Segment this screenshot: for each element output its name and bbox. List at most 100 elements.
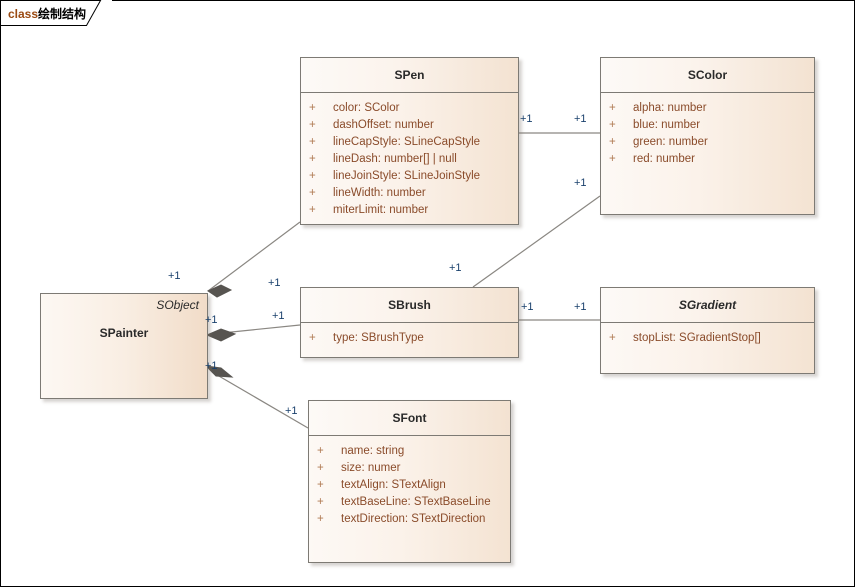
connector-brush-color <box>472 195 601 288</box>
spainter-stereotype: SObject <box>156 298 199 312</box>
class-box-spen[interactable]: SPen + color: SColor + dashOffset: numbe… <box>300 57 519 225</box>
sgradient-header: SGradient <box>601 288 814 323</box>
multiplicity-painter-font-target: +1 <box>285 405 298 417</box>
aggregation-diamond <box>204 365 234 378</box>
attribute-row: + color: SColor <box>301 100 518 117</box>
class-box-scolor[interactable]: SColor + alpha: number + blue: number + … <box>600 57 815 215</box>
attribute-signature: blue: number <box>633 119 701 131</box>
attribute-row: + blue: number <box>601 117 814 134</box>
aggregation-diamond <box>206 284 233 298</box>
diagram-frame-tab[interactable]: class绘制结构 <box>0 0 112 26</box>
scolor-attributes: + alpha: number + blue: number + green: … <box>601 93 814 174</box>
attribute-signature: lineJoinStyle: SLineJoinStyle <box>333 170 481 182</box>
visibility-marker: + <box>317 513 324 525</box>
sbrush-class-name: SBrush <box>388 298 431 312</box>
sbrush-header: SBrush <box>301 288 518 323</box>
multiplicity-painter-pen-target: +1 <box>268 277 281 289</box>
sbrush-attributes: + type: SBrushType <box>301 323 518 353</box>
attribute-row: + size: numer <box>309 460 510 477</box>
attribute-row: + lineDash: number[] | null <box>301 151 518 168</box>
visibility-marker: + <box>317 496 324 508</box>
attribute-signature: miterLimit: number <box>333 204 429 216</box>
class-box-sfont[interactable]: SFont + name: string + size: numer + tex… <box>308 400 511 563</box>
sfont-attributes: + name: string + size: numer + textAlign… <box>309 436 510 534</box>
attribute-row: + lineJoinStyle: SLineJoinStyle <box>301 168 518 185</box>
visibility-marker: + <box>609 136 616 148</box>
attribute-row: + lineWidth: number <box>301 185 518 202</box>
connector-painter-pen <box>206 221 301 298</box>
attribute-row: + textBaseLine: STextBaseLine <box>309 494 510 511</box>
frame-tab-title: 绘制结构 <box>38 7 87 21</box>
attribute-row: + type: SBrushType <box>301 330 518 347</box>
multiplicity-painter-pen-source: +1 <box>168 270 181 282</box>
sgradient-class-name: SGradient <box>678 298 737 312</box>
spen-attributes: + color: SColor + dashOffset: number + l… <box>301 93 518 225</box>
attribute-row: + stopList: SGradientStop[] <box>601 330 814 347</box>
diagram-frame-tab-label: class绘制结构 <box>8 5 86 22</box>
attribute-row: + miterLimit: number <box>301 202 518 219</box>
spen-class-name: SPen <box>394 68 425 82</box>
visibility-marker: + <box>317 479 324 491</box>
visibility-marker: + <box>309 102 316 114</box>
attribute-signature: color: SColor <box>333 102 400 114</box>
attribute-signature: alpha: number <box>633 102 707 114</box>
sfont-class-name: SFont <box>392 411 427 425</box>
visibility-marker: + <box>609 153 616 165</box>
multiplicity-painter-font-source: +1 <box>205 360 218 372</box>
connector-painter-brush <box>205 324 301 342</box>
multiplicity-brush-color-source: +1 <box>449 262 462 274</box>
visibility-marker: + <box>309 153 316 165</box>
attribute-signature: name: string <box>341 445 405 457</box>
sfont-header: SFont <box>309 401 510 436</box>
visibility-marker: + <box>609 332 616 344</box>
class-box-sgradient[interactable]: SGradient + stopList: SGradientStop[] <box>600 287 815 374</box>
multiplicity-painter-brush-target: +1 <box>272 310 285 322</box>
attribute-signature: textAlign: STextAlign <box>341 479 446 491</box>
class-box-sbrush[interactable]: SBrush + type: SBrushType <box>300 287 519 358</box>
multiplicity-brush-gradient-target: +1 <box>574 301 587 313</box>
attribute-row: + dashOffset: number <box>301 117 518 134</box>
scolor-header: SColor <box>601 58 814 93</box>
attribute-row: + textAlign: STextAlign <box>309 477 510 494</box>
visibility-marker: + <box>609 102 616 114</box>
multiplicity-brush-color-target: +1 <box>574 177 587 189</box>
visibility-marker: + <box>309 119 316 131</box>
attribute-row: + red: number <box>601 151 814 168</box>
attribute-signature: textBaseLine: STextBaseLine <box>341 496 491 508</box>
spen-header: SPen <box>301 58 518 93</box>
attribute-signature: green: number <box>633 136 708 148</box>
attribute-row: + alpha: number <box>601 100 814 117</box>
attribute-signature: red: number <box>633 153 696 165</box>
attribute-row: + lineCapStyle: SLineCapStyle <box>301 134 518 151</box>
attribute-row: + green: number <box>601 134 814 151</box>
attribute-signature: textDirection: STextDirection <box>341 513 486 525</box>
attribute-signature: size: numer <box>341 462 401 474</box>
multiplicity-brush-gradient-source: +1 <box>521 301 534 313</box>
frame-tab-keyword: class <box>8 7 39 21</box>
multiplicity-pen-color-source: +1 <box>520 113 533 125</box>
class-box-spainter[interactable]: SObject SPainter <box>40 293 208 399</box>
attribute-signature: lineDash: number[] | null <box>333 153 457 165</box>
scolor-class-name: SColor <box>687 68 728 82</box>
attribute-signature: dashOffset: number <box>333 119 434 131</box>
multiplicity-painter-brush-source: +1 <box>205 314 218 326</box>
connector-painter-font <box>204 365 309 429</box>
visibility-marker: + <box>309 187 316 199</box>
visibility-marker: + <box>309 332 316 344</box>
attribute-signature: type: SBrushType <box>333 332 424 344</box>
sgradient-attributes: + stopList: SGradientStop[] <box>601 323 814 353</box>
attribute-signature: lineWidth: number <box>333 187 426 199</box>
visibility-marker: + <box>609 119 616 131</box>
attribute-row: + name: string <box>309 443 510 460</box>
attribute-signature: stopList: SGradientStop[] <box>633 332 761 344</box>
spainter-class-name: SPainter <box>99 326 149 340</box>
aggregation-diamond <box>205 328 237 342</box>
attribute-signature: lineCapStyle: SLineCapStyle <box>333 136 481 148</box>
visibility-marker: + <box>317 445 324 457</box>
visibility-marker: + <box>309 136 316 148</box>
visibility-marker: + <box>309 170 316 182</box>
visibility-marker: + <box>317 462 324 474</box>
spainter-body: SObject SPainter <box>41 294 207 398</box>
